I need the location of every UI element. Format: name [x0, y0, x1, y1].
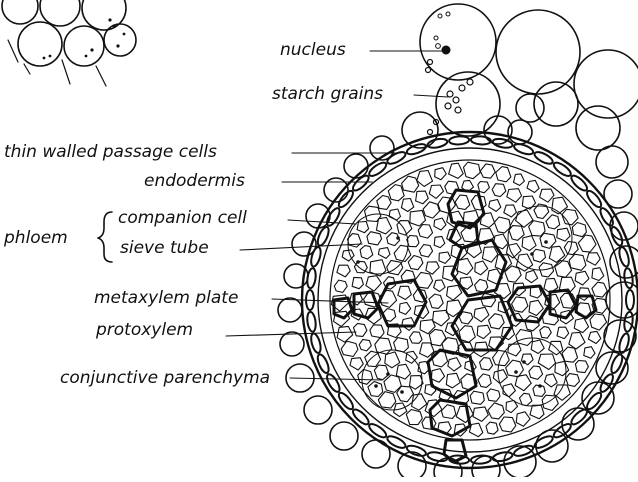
- phloem-dots: [356, 236, 548, 394]
- label-endodermis: endodermis: [144, 173, 245, 190]
- nucleus-mark: [434, 12, 450, 54]
- label-companion-cell: companion cell: [118, 210, 247, 227]
- label-passage-cells: thin walled passage cells: [4, 144, 217, 161]
- phloem-brace: [98, 212, 112, 262]
- label-starch-grains: starch grains: [272, 86, 383, 103]
- label-metaxylem-plate: metaxylem plate: [94, 290, 238, 307]
- label-protoxylem: protoxylem: [96, 322, 193, 339]
- label-sieve-tube: sieve tube: [120, 240, 209, 257]
- label-nucleus: nucleus: [280, 42, 346, 59]
- label-conjunctive-parenchyma: conjunctive parenchyma: [60, 370, 296, 387]
- detail-cell-cluster: [2, 0, 136, 86]
- label-phloem: phloem: [4, 230, 68, 247]
